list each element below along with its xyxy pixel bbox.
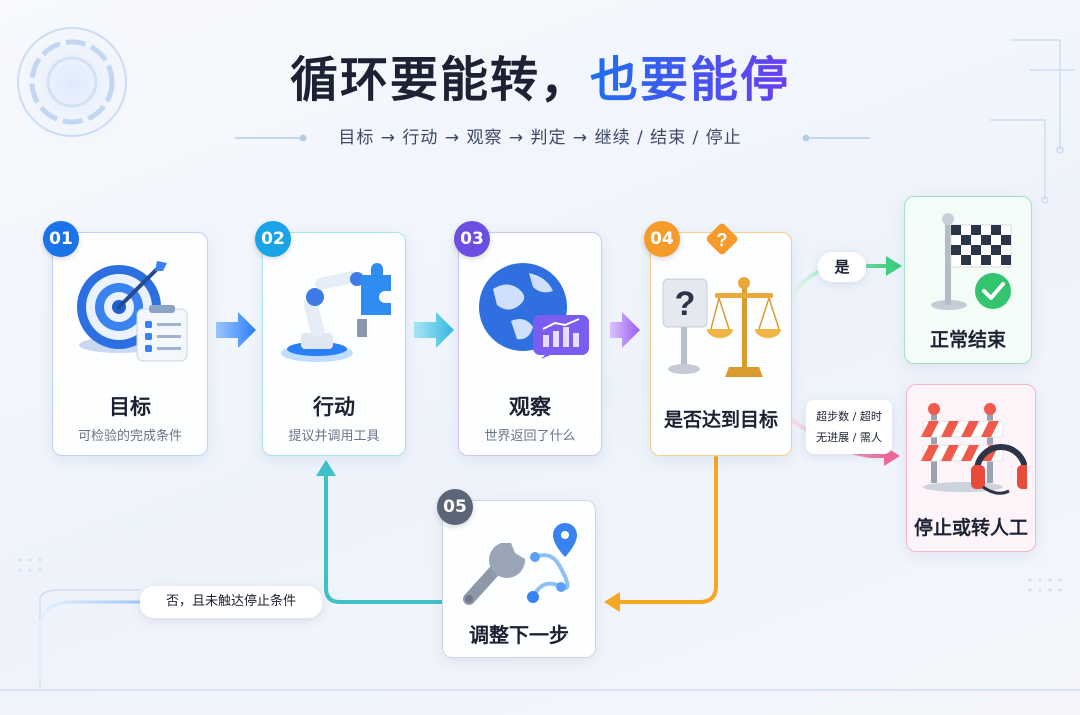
stop-condition-1: 超步数 / 超时 — [816, 410, 882, 423]
step-title: 行动 — [313, 395, 355, 419]
flow-summary: 目标 → 行动 → 观察 → 判定 → 继续 / 结束 / 停止 — [338, 128, 742, 148]
arrow-yes-head — [886, 256, 902, 276]
arrow-back-head — [316, 460, 336, 476]
step-badge-03: 03 — [454, 221, 490, 257]
step-subtitle: 可检验的完成条件 — [77, 429, 182, 444]
question-diamond-icon: ? — [706, 223, 738, 255]
step-badge-02: 02 — [255, 221, 291, 257]
step-badge-05: 05 — [437, 489, 473, 525]
step-card-decision: ? 是否达到目标 — [650, 232, 792, 456]
stop-conditions: 超步数 / 超时 无进展 / 需人 — [806, 400, 892, 454]
wrench-icon — [463, 523, 577, 605]
arrow-no-head — [604, 592, 620, 612]
outcome-title: 停止或转人工 — [913, 517, 1028, 539]
arrow-01-02 — [216, 312, 256, 348]
step-card-action: 行动 提议并调用工具 — [262, 232, 406, 456]
step-subtitle: 提议并调用工具 — [288, 429, 380, 444]
roadblock-icon — [921, 403, 1027, 495]
step-subtitle: 世界返回了什么 — [484, 429, 576, 444]
arrow-02-03 — [414, 312, 454, 348]
scale-icon: ? — [662, 277, 781, 377]
step-badge-01: 01 — [43, 221, 79, 257]
globe-icon — [479, 263, 589, 359]
outcome-title: 正常结束 — [929, 329, 1006, 351]
step-title: 观察 — [509, 395, 551, 419]
robot-arm-icon — [281, 263, 391, 362]
question-symbol: ? — [717, 230, 728, 250]
no-condition-label: 否，且未触达停止条件 — [140, 586, 322, 618]
arrow-03-04 — [610, 312, 640, 348]
checkered-flag-icon — [931, 213, 1012, 310]
title-accent: 也要能停 — [590, 52, 791, 108]
outcome-card-stop: 停止或转人工 — [906, 384, 1036, 552]
step-card-adjust: 调整下一步 — [442, 500, 596, 658]
step-badge-04: 04 — [644, 221, 680, 257]
yes-label: 是 — [818, 252, 866, 282]
stop-condition-2: 无进展 / 需人 — [816, 431, 882, 444]
step-title: 目标 — [109, 395, 151, 419]
target-icon — [77, 261, 188, 362]
step-card-observe: 观察 世界返回了什么 — [458, 232, 602, 456]
step-card-goal: 目标 可检验的完成条件 — [52, 232, 208, 456]
svg-text:?: ? — [675, 285, 696, 323]
step-title: 调整下一步 — [469, 623, 569, 647]
step-title: 是否达到目标 — [663, 409, 778, 431]
title-main: 循环要能转， — [289, 52, 590, 108]
outcome-card-normal-end: 正常结束 — [904, 196, 1032, 364]
page-title: 循环要能转，也要能停 — [0, 50, 1080, 110]
